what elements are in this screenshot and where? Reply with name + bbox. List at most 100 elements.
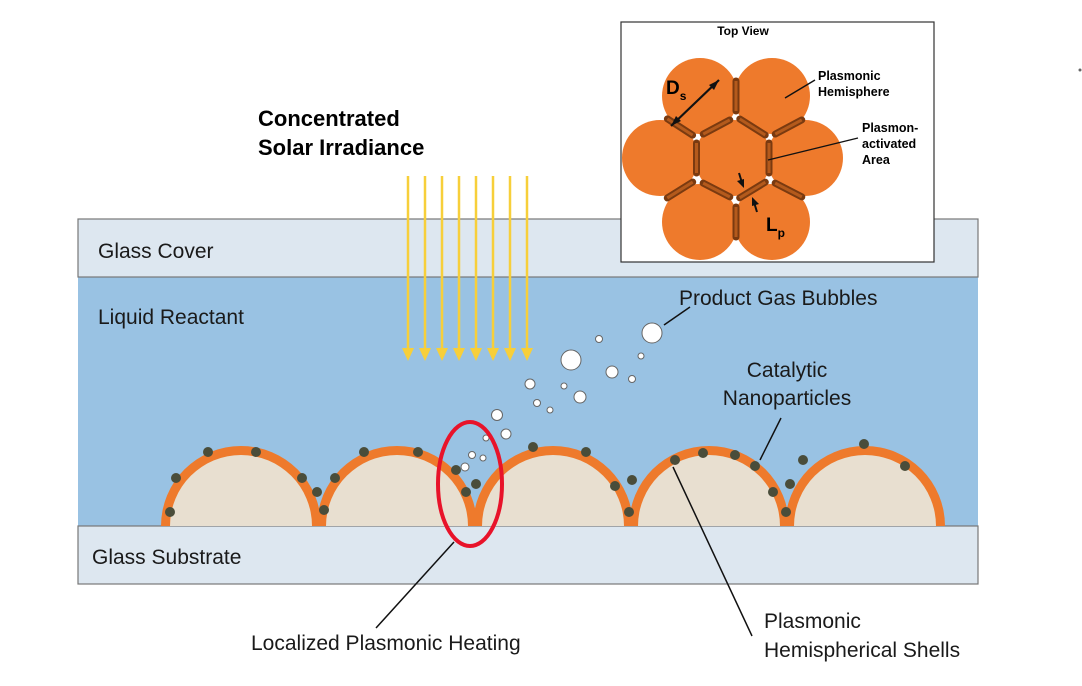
hemisphere-core [326,455,468,526]
catalytic-nanoparticle [785,479,795,489]
solar-ray-arrowhead [419,348,431,361]
inset-hemisphere [622,120,698,196]
gas-bubble [468,451,476,459]
inset-activated-gap-core [774,181,803,199]
glass-substrate-label: Glass Substrate [92,546,241,569]
lp-arrowhead-top [737,179,744,188]
gas-bubble [641,322,663,344]
inset-activated-gap-core [702,181,731,199]
catalytic-nanoparticle [461,487,471,497]
shells-label-line2: Hemispherical Shells [764,639,960,662]
lp-label: Lp [766,215,785,240]
plasmonic-hemispheres [161,446,945,526]
catalytic-nanoparticle [330,473,340,483]
gas-bubble [560,349,582,371]
gas-bubble [491,409,503,421]
shells-label-line1: Plasmonic [764,610,861,633]
inset-hemisphere [767,120,843,196]
area-label-line3: Area [862,153,891,167]
area-label-line1: Plasmon- [862,121,918,135]
ds-label: Ds [666,78,687,103]
solar-ray-arrowhead [521,348,533,361]
gas-bubbles [460,322,663,472]
catalytic-nanoparticle [297,473,307,483]
solar-ray-arrowhead [402,348,414,361]
catalytic-nanoparticle [698,448,708,458]
irradiance-label-line2: Solar Irradiance [258,135,424,160]
liquid-reactant-label: Liquid Reactant [98,306,244,329]
gas-bubble [460,462,470,472]
inset-activated-gap-core [774,118,803,136]
gas-bubble [605,365,619,379]
inset-activated-gap-core [666,117,694,137]
stray-dot [1078,68,1082,72]
hemisphere-label-line1: Plasmonic [818,69,881,83]
heating-label: Localized Plasmonic Heating [251,632,521,655]
catalytic-nanoparticles [165,439,910,517]
bubbles-leader-line [663,306,691,326]
catalytic-nanoparticle [859,439,869,449]
catalytic-nanoparticle [768,487,778,497]
solar-irradiance-rays [402,176,533,361]
gas-bubble [482,434,490,442]
catalytic-nanoparticle [171,473,181,483]
catalytic-nanoparticle [251,447,261,457]
catalytic-nanoparticle [359,447,369,457]
catalytic-nanoparticle [900,461,910,471]
solar-ray-arrowhead [487,348,499,361]
area-label-line2: activated [862,137,916,151]
gas-bubble [500,428,512,440]
hemisphere-core [794,455,936,526]
gas-bubble [573,390,587,404]
inset-activated-gaps [663,77,806,241]
ds-arrow [670,79,720,127]
lp-arrowhead-bottom [752,197,759,206]
catalytic-nanoparticle [781,507,791,517]
catalytic-nanoparticle [798,455,808,465]
gas-bubble [637,352,645,360]
hemisphere-core [482,455,624,526]
hemisphere-core [170,455,312,526]
plasmonic-heating-highlight [436,420,504,548]
inset-activated-gap-core [738,180,767,200]
inset-hemisphere [695,120,771,196]
catalytic-nanoparticle [624,507,634,517]
solar-ray-arrowhead [453,348,465,361]
catalytic-nanoparticle [750,461,760,471]
catalytic-nanoparticle [670,455,680,465]
catalytic-nanoparticle [627,475,637,485]
solar-ray-arrowhead [436,348,448,361]
gas-bubble [595,335,603,343]
catalytic-nanoparticle [528,442,538,452]
inset-activated-gap-core [702,118,731,136]
bubbles-label: Product Gas Bubbles [679,287,877,310]
area-leader-line [767,137,859,161]
gas-bubble [524,378,536,390]
glass-cover-label: Glass Cover [98,240,214,263]
catalytic-nanoparticle [730,450,740,460]
inset-hemisphere [662,184,738,260]
gas-bubble [628,375,636,383]
catalytic-nanoparticle [413,447,423,457]
catalytic-nanoparticle [581,447,591,457]
gas-bubble [560,382,568,390]
catalytic-label-line1: Catalytic [747,359,828,382]
gas-bubble [479,454,487,462]
inset-hemisphere [734,58,810,134]
catalytic-nanoparticle [203,447,213,457]
catalytic-label-line2: Nanoparticles [723,387,851,410]
irradiance-label-line1: Concentrated [258,106,400,131]
hemisphere-core [638,455,780,526]
ds-arrowhead-a [671,116,681,126]
ds-arrowhead-b [709,80,719,90]
hemisphere-leader-line [784,79,816,99]
catalytic-leader-line [759,417,782,461]
catalytic-nanoparticle [471,479,481,489]
catalytic-nanoparticle [451,465,461,475]
solar-ray-arrowhead [504,348,516,361]
inset-hemispheres [622,58,843,260]
inset-activated-gap-core [666,180,694,200]
hemisphere-label-line2: Hemisphere [818,85,890,99]
inset-title: Top View [717,24,769,38]
